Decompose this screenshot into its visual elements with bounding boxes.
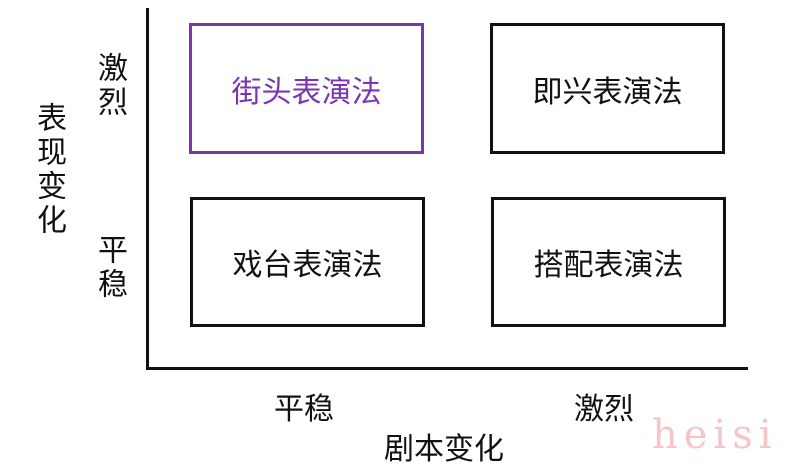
- x-axis-low-label: 平稳: [274, 392, 334, 427]
- y-axis-high-label: 激烈: [92, 52, 127, 120]
- x-axis-title: 剧本变化: [384, 432, 504, 466]
- quadrant-bottom-right: 搭配表演法: [491, 197, 726, 327]
- quadrant-top-left: 街头表演法: [189, 23, 424, 154]
- quadrant-top-right: 即兴表演法: [490, 23, 725, 154]
- y-axis-low-label: 平稳: [92, 234, 127, 302]
- y-axis-title: 表现变化: [31, 102, 66, 238]
- x-axis-line: [146, 367, 748, 370]
- y-axis-line: [146, 8, 149, 370]
- quadrant-bottom-left: 戏台表演法: [190, 197, 425, 327]
- x-axis-high-label: 激烈: [574, 392, 634, 427]
- watermark: heisi: [652, 412, 778, 458]
